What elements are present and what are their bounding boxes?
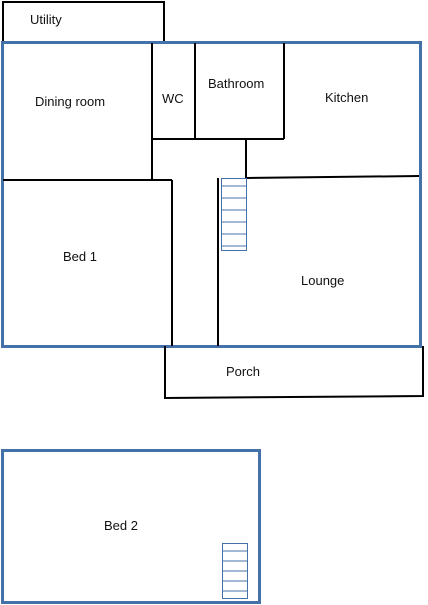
bed2-label: Bed 2 [104, 518, 138, 533]
porch-label: Porch [226, 364, 260, 379]
stairs-ground-frame [221, 178, 247, 251]
stairs-upper-frame [222, 543, 248, 599]
dining-room-label: Dining room [35, 94, 105, 109]
utility-walls [2, 1, 165, 42]
stairs-upper [222, 543, 248, 599]
stairs-ground [221, 178, 247, 251]
bathroom-label: Bathroom [208, 76, 264, 91]
utility-label: Utility [30, 12, 62, 27]
ground-floor-outline [1, 41, 422, 348]
porch-walls [164, 346, 424, 400]
upper-floor-outline [1, 449, 261, 604]
wc-label: WC [162, 91, 184, 106]
wall-kitchen-lounge [245, 175, 420, 179]
bed1-label: Bed 1 [63, 249, 97, 264]
interior-walls [3, 43, 420, 346]
kitchen-label: Kitchen [325, 90, 368, 105]
lounge-label: Lounge [301, 273, 344, 288]
upper-floor: Bed 2 [1, 449, 261, 604]
utility-room: Utility [2, 1, 165, 42]
